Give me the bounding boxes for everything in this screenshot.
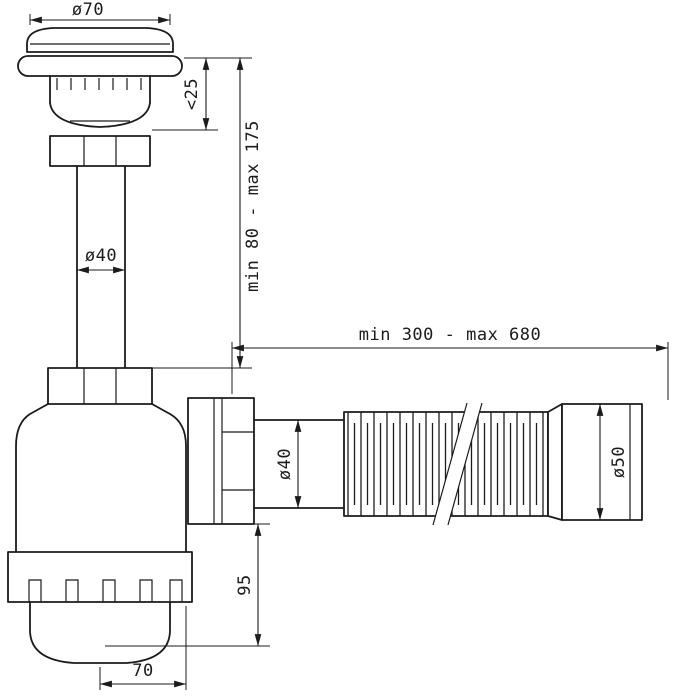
trap-ring-castellations bbox=[28, 579, 183, 602]
inlet-nut-upper bbox=[49, 135, 151, 167]
dim-outlet-diameter: ø40 bbox=[275, 420, 302, 508]
dim-outlet-length-range: min 300 - max 680 bbox=[231, 325, 669, 400]
dim-strainer-height: <25 bbox=[152, 57, 252, 131]
dim-label-inlet-height-range: min 80 - max 175 bbox=[243, 120, 263, 292]
dim-label-outlet-length-range: min 300 - max 680 bbox=[359, 325, 542, 345]
sink-strainer bbox=[17, 27, 183, 128]
dim-inlet-diameter: ø40 bbox=[77, 246, 125, 274]
dim-label-outlet-diameter: ø40 bbox=[275, 448, 295, 480]
dim-strainer-diameter: ø70 bbox=[29, 0, 171, 25]
hose-break-symbol bbox=[432, 401, 483, 527]
dim-body-height: 95 bbox=[105, 523, 270, 647]
inlet-pipe bbox=[76, 165, 126, 369]
dim-inlet-height-range: min 80 - max 175 bbox=[152, 58, 263, 369]
dim-label-strainer-diameter: ø70 bbox=[72, 0, 104, 20]
dim-label-body-offset: 70 bbox=[132, 661, 153, 681]
outlet-nut bbox=[187, 397, 255, 525]
dim-label-inlet-diameter: ø40 bbox=[85, 246, 117, 266]
inlet-nut-lower bbox=[47, 367, 153, 405]
strainer-thread-ticks bbox=[56, 78, 142, 90]
dim-label-connector-diameter: ø50 bbox=[609, 446, 629, 478]
dim-body-offset: 70 bbox=[99, 606, 187, 690]
outlet-pipe bbox=[253, 419, 345, 509]
trap-cup bbox=[29, 601, 171, 664]
dim-label-body-height: 95 bbox=[235, 574, 255, 595]
trap-body bbox=[7, 403, 193, 664]
dim-connector-diameter: ø50 bbox=[596, 404, 629, 520]
dim-label-strainer-height: <25 bbox=[182, 78, 202, 110]
